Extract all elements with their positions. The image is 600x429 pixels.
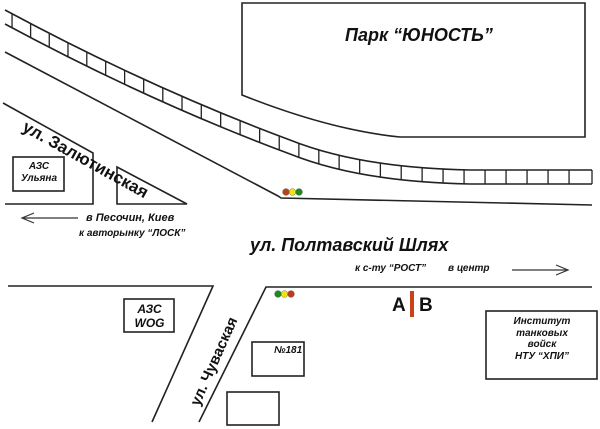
building-181-label: №181 [274, 345, 303, 356]
zalyutinskaya-edge-lower [2, 102, 94, 205]
direction-west-line1: в Песочин, Киев [86, 212, 175, 224]
azs-ulyana-box [12, 156, 65, 192]
traffic-light-lamp [282, 188, 290, 196]
stop-marker-a: A [392, 295, 406, 316]
direction-east-part2: в центр [448, 263, 490, 274]
traffic-light-lamp [280, 290, 289, 298]
arrow-east-icon [512, 264, 570, 276]
zalyutinskaya-edge-upper [4, 51, 593, 206]
poltavsky-edge-lower-west [8, 285, 215, 423]
institute-label: Институт танковых войск НТУ “ХПИ” [513, 316, 571, 362]
azs-wog-label: АЗС WOG [134, 302, 165, 330]
park-label: Парк “ЮНОСТЬ” [345, 25, 493, 45]
traffic-light-lamp [287, 290, 295, 298]
median-triangle [116, 165, 188, 205]
traffic-light-lamp [295, 188, 303, 196]
stop-marker-b: B [419, 295, 433, 316]
arrow-west-icon [20, 212, 78, 224]
stop-bar [410, 291, 414, 317]
direction-west-line2: к авторынку “ЛОСК” [79, 228, 186, 239]
institute-box [485, 310, 598, 380]
traffic-light-lamp [274, 290, 282, 298]
azs-wog-box [123, 298, 175, 333]
railway-rail-top [4, 9, 592, 171]
poltavsky-edge-lower-east [198, 286, 592, 423]
park-boundary [241, 2, 586, 138]
empty-building-box [226, 391, 280, 426]
street-poltavsky-label: ул. Полтавский Шлях [250, 235, 449, 255]
direction-east-part1: к с-ту “РОСТ” [355, 263, 427, 274]
building-181-box [251, 341, 305, 377]
traffic-light-lamp [288, 188, 297, 196]
traffic-light-top-icon [282, 188, 303, 196]
traffic-light-bottom-icon [274, 290, 295, 298]
azs-ulyana-label: АЗС Ульяна [20, 161, 58, 184]
railway-rail-bottom [4, 23, 592, 185]
railway-sleepers [11, 13, 593, 184]
